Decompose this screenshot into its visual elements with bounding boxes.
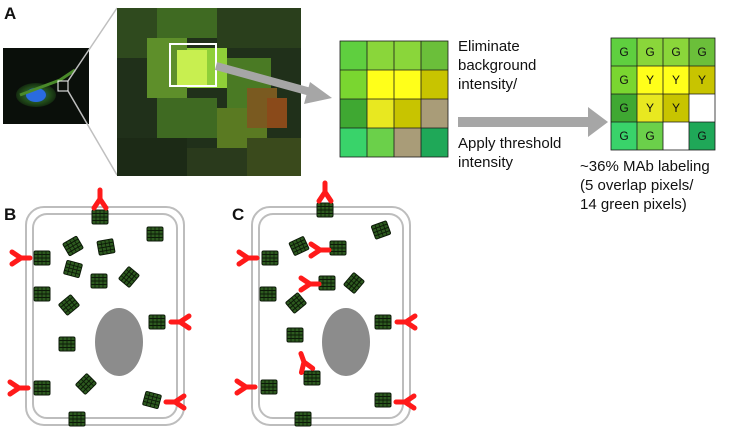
panel-label-c: C — [232, 205, 245, 224]
result-line-3: 14 green pixels) — [580, 196, 687, 213]
enlarged-micrograph — [117, 8, 301, 176]
selection-box — [169, 43, 217, 87]
labeling-result-text: ~36% MAb labeling (5 overlap pixels/ 14 … — [580, 157, 710, 214]
grid-cell-label: Y — [672, 73, 680, 87]
grid-cell-label: Y — [698, 73, 706, 87]
eliminate-line-3: intensity/ — [458, 76, 518, 93]
grid-cell-label: Y — [672, 101, 680, 115]
grid-cell-label: G — [619, 73, 628, 87]
apply-threshold-text: Apply threshold intensity — [458, 134, 561, 172]
intensity-grid — [339, 40, 449, 158]
zoom-line-top — [67, 7, 118, 82]
arrow-to-labeled-grid — [458, 107, 608, 137]
grid-cell-label: Y — [646, 73, 654, 87]
grid-cell-label: G — [645, 45, 654, 59]
grid-cell-label: Y — [646, 101, 654, 115]
grid-cell-label: G — [645, 129, 654, 143]
threshold-line-1: Apply threshold — [458, 135, 562, 152]
grid-cell-label: G — [619, 129, 628, 143]
grid-cell-label: G — [671, 45, 680, 59]
eliminate-line-1: Eliminate — [458, 38, 520, 55]
eliminate-background-text: Eliminate background intensity/ — [458, 37, 536, 94]
nucleus-b — [95, 308, 143, 376]
zoom-line-bottom — [67, 90, 118, 176]
nucleus-c — [322, 308, 370, 376]
cell-diagram-b — [10, 190, 189, 427]
result-line-2: (5 overlap pixels/ — [580, 177, 694, 194]
cell-diagram-c — [237, 183, 415, 427]
grid-cell-label: G — [619, 101, 628, 115]
grid-cell-label: G — [619, 45, 628, 59]
micrograph-thumbnail — [3, 48, 89, 124]
grid-cell-label: G — [697, 45, 706, 59]
panel-label-b: B — [4, 205, 17, 224]
threshold-line-2: intensity — [458, 154, 514, 171]
panel-label-a: A — [4, 4, 17, 23]
arrow-to-grid — [214, 62, 332, 104]
grid-cell-label: G — [697, 129, 706, 143]
result-line-1: ~36% MAb labeling — [580, 158, 710, 175]
eliminate-line-2: background — [458, 57, 537, 74]
